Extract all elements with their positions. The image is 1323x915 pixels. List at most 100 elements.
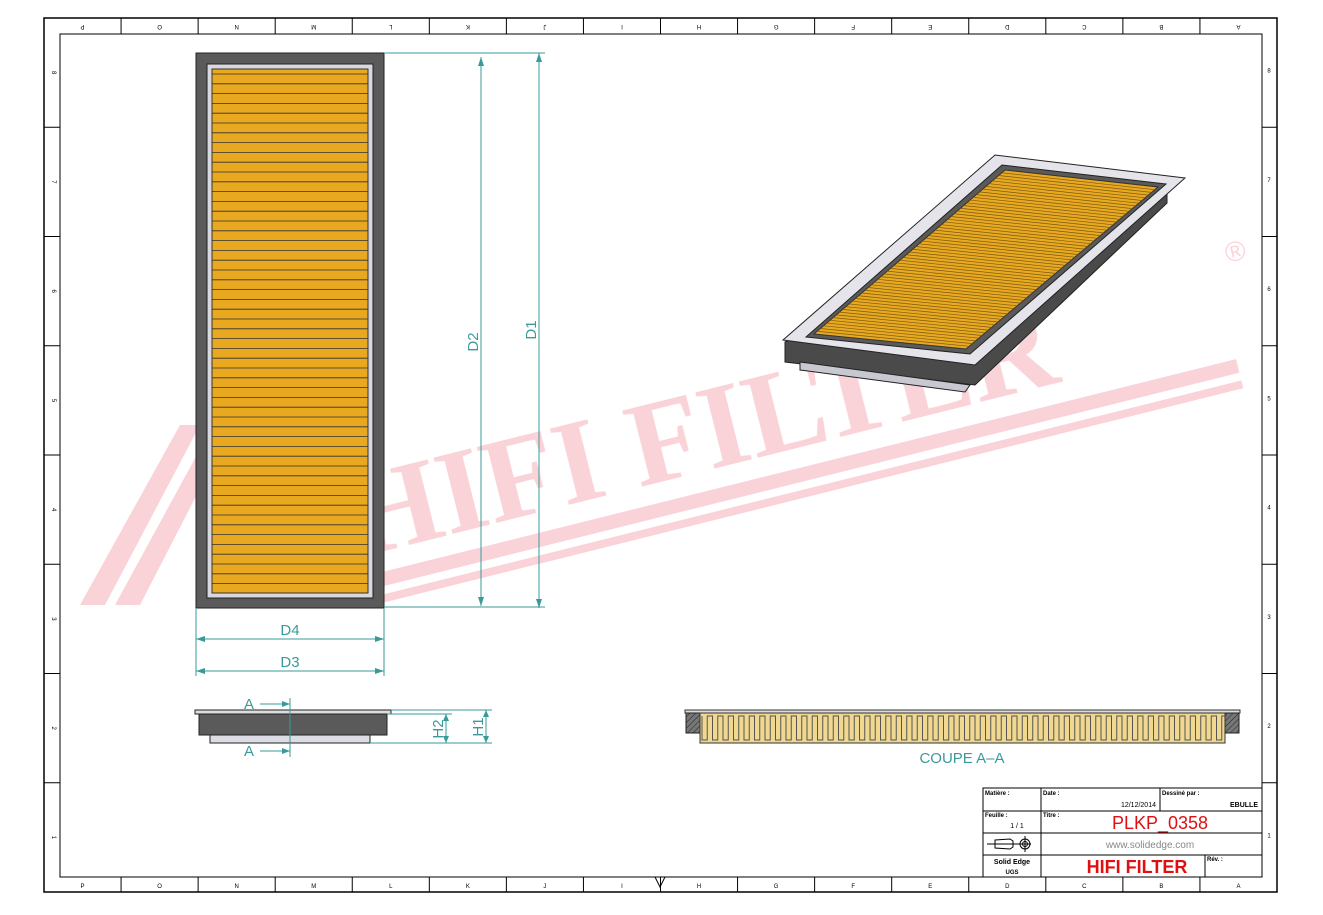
zone-column-label: I <box>621 23 623 29</box>
front-view: D2 D1 D4 D3 <box>195 52 545 676</box>
iso-pleat-line <box>941 224 1095 242</box>
iso-pleat-line <box>877 278 1031 296</box>
iso-pleat-line <box>979 191 1133 209</box>
iso-pleat-line <box>985 186 1139 204</box>
zone-column-label: J <box>543 884 546 890</box>
zone-column-label: F <box>851 884 855 890</box>
iso-pleat-line <box>954 213 1107 231</box>
zone-column-label: L <box>389 884 393 890</box>
zone-column-label: D <box>1005 884 1010 890</box>
iso-pleat-line <box>928 235 1082 253</box>
iso-pleat-line <box>915 246 1069 263</box>
iso-pleat-line <box>874 281 1027 299</box>
zone-column-label: H <box>697 884 701 890</box>
iso-pleat-line <box>947 218 1101 236</box>
software-name: Solid Edge <box>994 859 1030 866</box>
feuille-value: 1 / 1 <box>1010 823 1024 830</box>
zone-row-label: 4 <box>1267 506 1271 512</box>
isometric-view <box>781 154 1187 393</box>
drawing-title: PLKP_0358 <box>1112 813 1208 834</box>
iso-pleat-line <box>944 221 1098 239</box>
iso-pleat-line <box>890 268 1043 285</box>
zone-row-label: 2 <box>1267 724 1271 730</box>
iso-pleat-line <box>906 254 1059 272</box>
iso-pleat-line <box>925 237 1079 255</box>
dim-d4: D4 <box>280 622 299 639</box>
zone-column-label: O <box>157 884 162 890</box>
iso-pleat-line <box>826 322 979 339</box>
iso-pleat-line <box>899 259 1053 277</box>
dessine-label: Dessiné par : <box>1162 791 1200 797</box>
section-marker-top: A <box>244 696 254 713</box>
iso-pleat-line <box>966 202 1120 220</box>
dim-d1: D1 <box>523 320 540 339</box>
iso-pleat-line <box>864 289 1018 307</box>
iso-pleat-line <box>960 207 1114 226</box>
zone-column-label: O <box>157 23 162 29</box>
zone-column-label: K <box>466 23 470 29</box>
section-marker-bottom: A <box>244 743 254 760</box>
iso-pleat-line <box>982 188 1136 207</box>
zone-row-label: 6 <box>1267 287 1271 293</box>
projection-symbol-icon <box>987 836 1031 852</box>
dim-d2: D2 <box>465 332 482 351</box>
section-label: COUPE A–A <box>919 750 1004 767</box>
iso-pleat-line <box>871 284 1024 301</box>
iso-pleat-line <box>887 270 1040 288</box>
zone-column-label: A <box>1236 884 1240 890</box>
zone-column-label: M <box>311 23 316 29</box>
zone-row-label: 3 <box>50 617 56 621</box>
title-block <box>982 787 1263 878</box>
zone-row-label: 6 <box>50 289 56 293</box>
iso-pleat-line <box>973 196 1127 215</box>
registered-mark: ® <box>1222 234 1250 269</box>
dim-h1: H1 <box>470 717 487 736</box>
iso-pleat-line <box>855 298 1008 315</box>
iso-pleat-line <box>852 300 1005 317</box>
iso-pleat-line <box>839 311 992 328</box>
iso-pleat-line <box>922 240 1075 258</box>
iso-pleat-line <box>957 210 1111 228</box>
rev-label: Rév. : <box>1207 857 1223 863</box>
website-text: www.solidedge.com <box>1105 840 1194 851</box>
iso-pleat-line <box>1001 172 1155 191</box>
dim-h2: H2 <box>430 719 447 738</box>
center-mark-icon <box>654 876 666 889</box>
section-view: COUPE A–A <box>684 709 1241 767</box>
dessine-value: EBULLE <box>1230 802 1258 809</box>
iso-pleat-line <box>893 265 1047 282</box>
date-value: 12/12/2014 <box>1121 802 1156 809</box>
iso-pleat-line <box>829 319 983 336</box>
zone-column-label: A <box>1236 23 1240 29</box>
zone-column-label: J <box>543 23 546 29</box>
zone-row-label: 5 <box>1267 396 1271 402</box>
units-text: UGS <box>1005 870 1018 876</box>
iso-pleat-line <box>868 287 1021 304</box>
iso-pleat-line <box>976 194 1130 212</box>
iso-pleat-line <box>931 232 1085 250</box>
iso-pleat-line <box>842 309 995 326</box>
zone-column-label: F <box>851 23 855 29</box>
iso-pleat-line <box>912 248 1066 266</box>
iso-pleat-line <box>950 216 1104 234</box>
iso-pleat-line <box>903 257 1056 274</box>
zone-column-label: B <box>1159 23 1163 29</box>
iso-pleat-line <box>823 325 976 342</box>
date-label: Date : <box>1043 791 1060 797</box>
iso-pleat-line <box>861 292 1015 309</box>
iso-pleat-line <box>848 303 1002 320</box>
iso-pleat-line <box>896 262 1050 280</box>
zone-row-label: 4 <box>50 508 56 512</box>
zone-column-label: E <box>928 23 932 29</box>
dim-d3: D3 <box>280 654 299 671</box>
iso-pleat-line <box>909 251 1063 269</box>
iso-pleat-line <box>858 295 1011 312</box>
titre-label: Titre : <box>1043 813 1060 819</box>
zone-row-label: 7 <box>1267 178 1271 184</box>
iso-pleat-line <box>969 199 1123 218</box>
iso-pleat-line <box>820 328 973 344</box>
iso-pleat-line <box>989 183 1143 201</box>
zone-column-label: D <box>1004 23 1009 29</box>
zone-column-label: G <box>773 23 778 29</box>
